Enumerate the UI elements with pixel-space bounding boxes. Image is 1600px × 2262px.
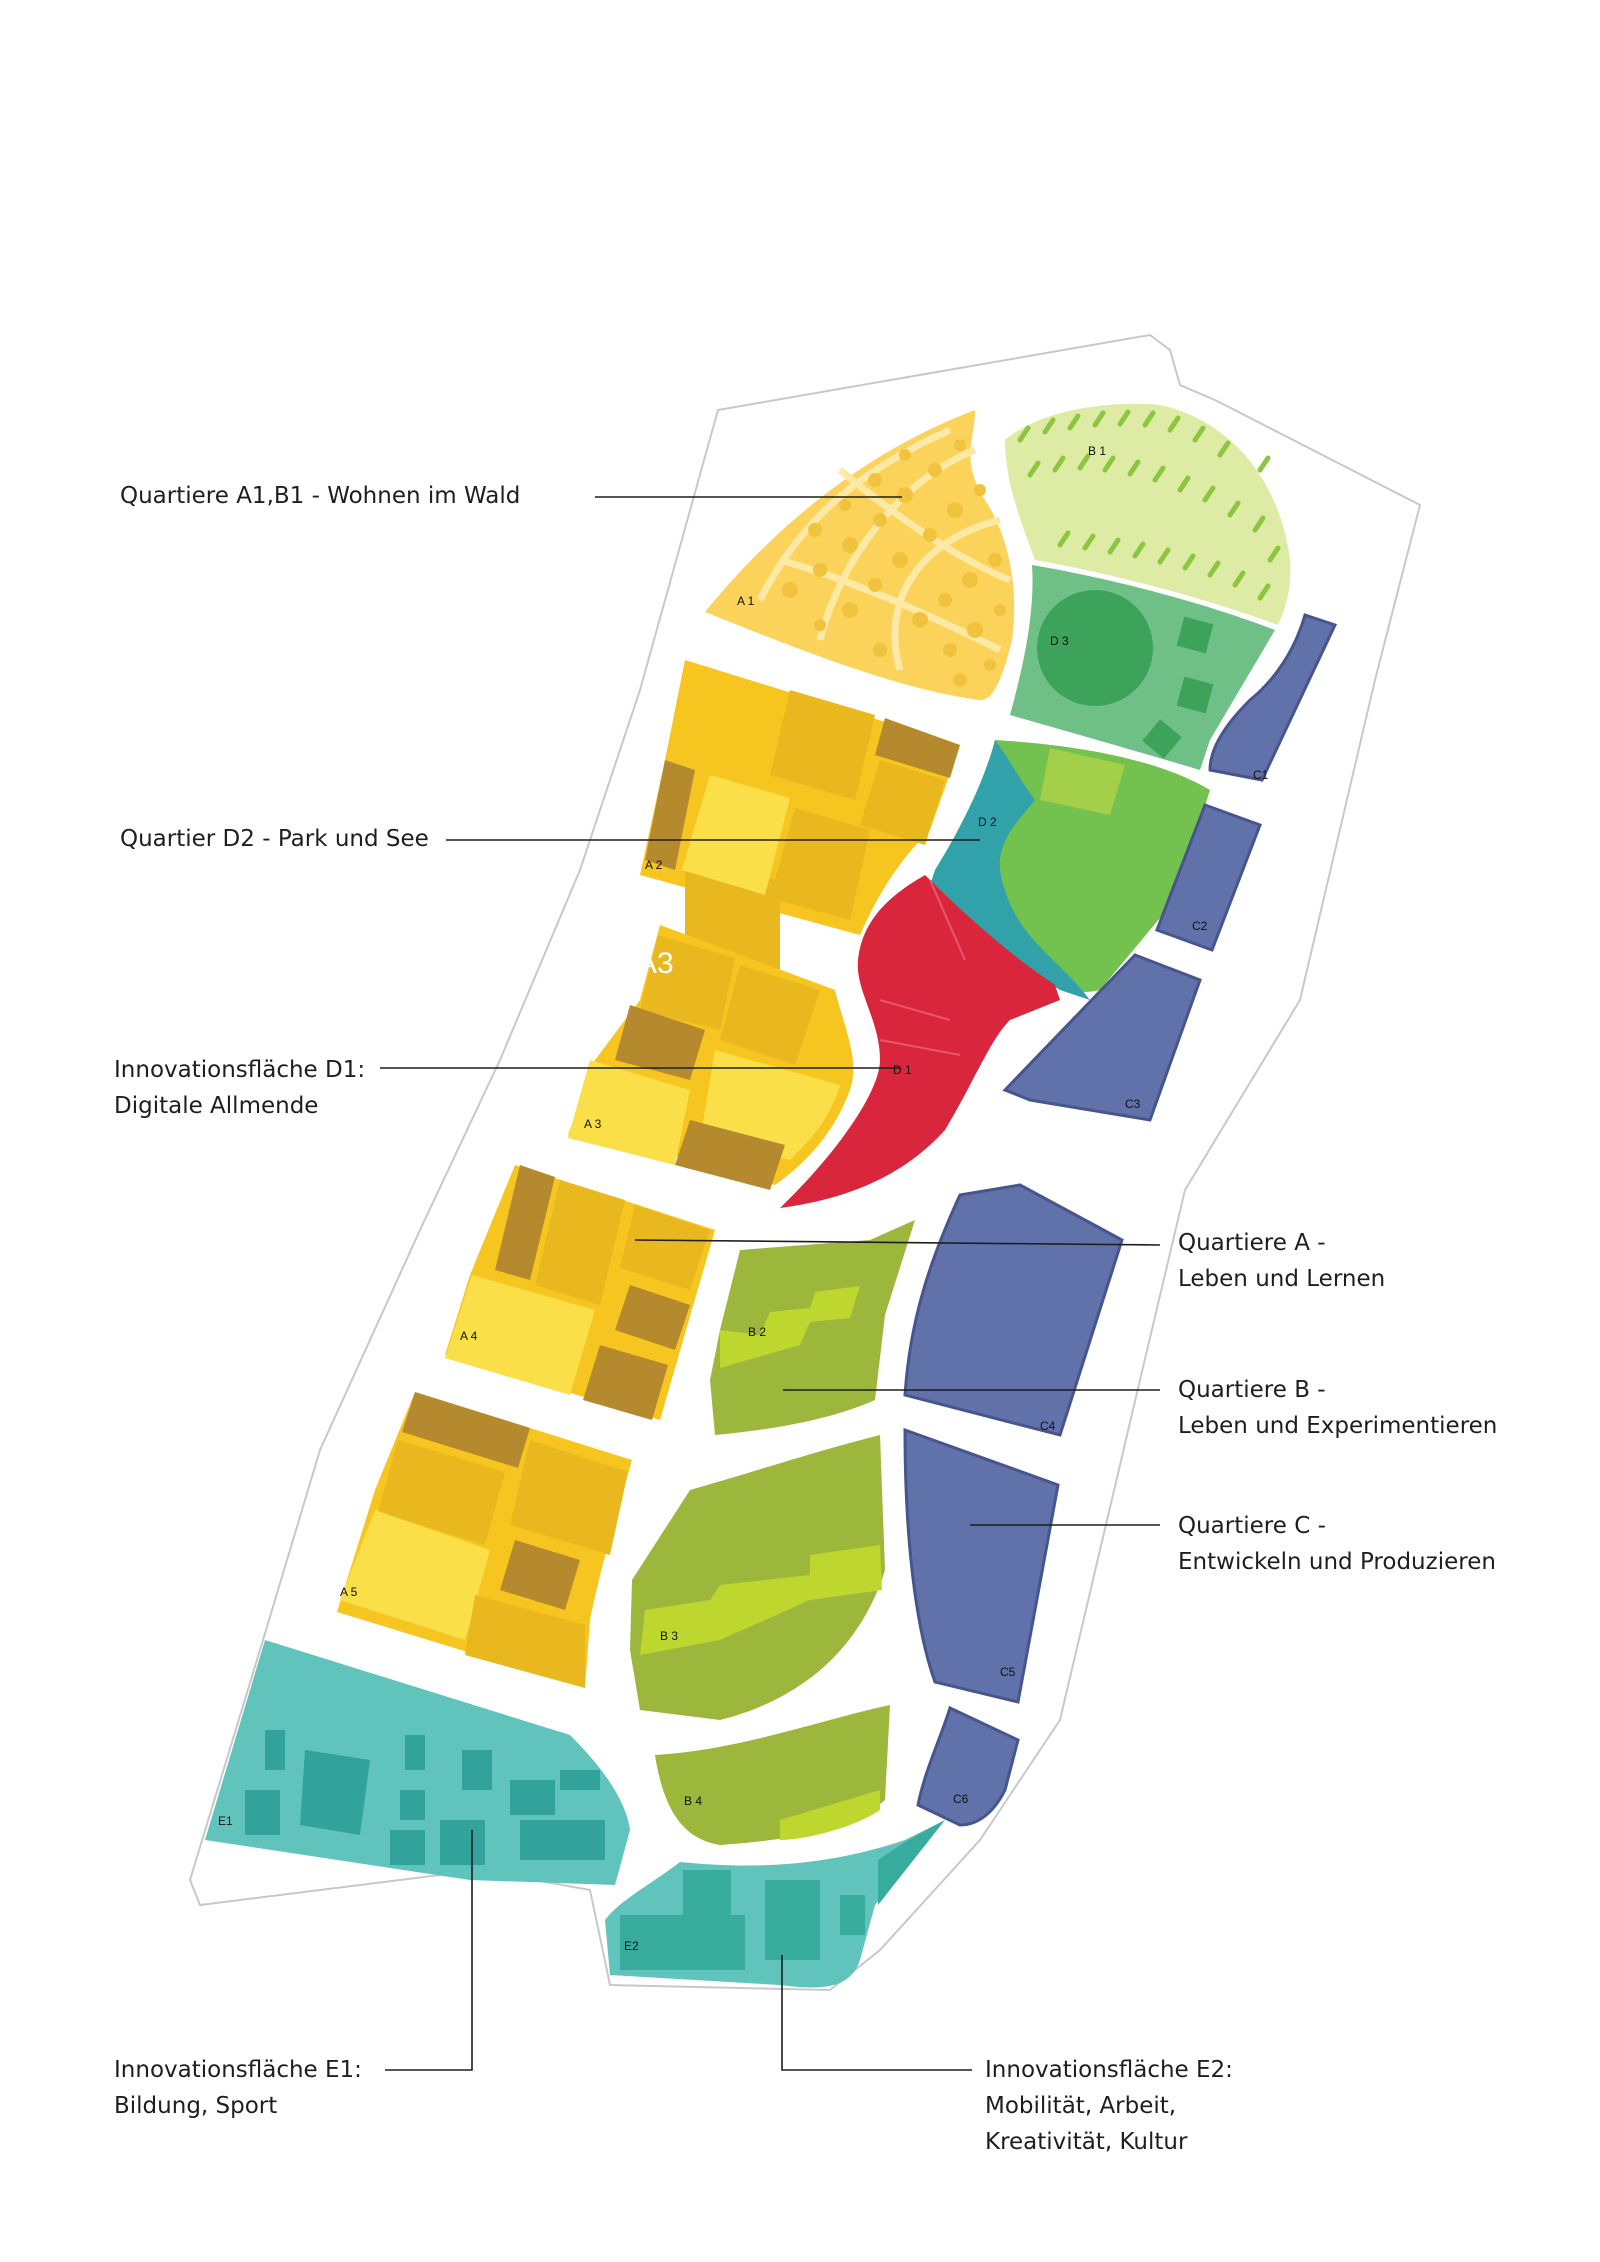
leader-bildung-sport <box>385 1830 473 2071</box>
zone-label-c3: C3 <box>1125 1097 1141 1111</box>
zone-c2: C2 <box>1155 803 1262 952</box>
zone-b3: B 3 <box>630 1435 885 1720</box>
zone-label-c4: C4 <box>1040 1419 1056 1433</box>
zone-label-a5: A 5 <box>340 1585 358 1599</box>
zone-label-c2: C2 <box>1192 919 1208 933</box>
zone-label-d2: D 2 <box>978 815 997 829</box>
zone-label-a1: A 1 <box>737 594 755 608</box>
zone-label-a2: A 2 <box>645 858 663 872</box>
zone-b1: B 1 <box>1005 403 1291 625</box>
zone-c5: C5 <box>903 1427 1060 1704</box>
zone-label-b4: B 4 <box>684 1794 702 1808</box>
zone-c4: C4 <box>903 1183 1124 1437</box>
zone-label-a3: A 3 <box>584 1117 602 1131</box>
zone-e1: E1 <box>205 1640 630 1885</box>
zone-a1: A 1 <box>705 410 1015 700</box>
zone-label-b1: B 1 <box>1088 444 1106 458</box>
zone-c6: C6 <box>916 1705 1020 1827</box>
zone-d3: D 3 <box>1010 565 1275 770</box>
zone-label-d1: D 1 <box>893 1063 912 1077</box>
legend-quartiere-c: Quartiere C - Entwickeln und Produzieren <box>1178 1513 1496 1575</box>
zone-b2: B 2 <box>710 1220 915 1435</box>
zone-a5: A 5 <box>337 1392 632 1688</box>
zone-a2: A 2 <box>640 660 960 992</box>
zone-label-d3: D 3 <box>1050 634 1069 648</box>
legend-quartiere-b: Quartiere B - Leben und Experimentieren <box>1178 1377 1498 1439</box>
zone-d1: D 1 <box>780 875 1060 1208</box>
leader-mobilitaet <box>781 1955 972 2071</box>
zone-label-c1: C1 <box>1253 768 1269 782</box>
legend-mobilitaet: Innovationsfläche E2: Mobilität, Arbeit,… <box>985 2057 1233 2155</box>
legend-wohnen-im-wald: Quartiere A1,B1 - Wohnen im Wald <box>120 483 521 509</box>
zone-e2: E2 <box>605 1820 945 1988</box>
zone-b4: B 4 <box>655 1705 890 1845</box>
zone-label-c5: C5 <box>1000 1665 1016 1679</box>
zone-label-e1: E1 <box>218 1814 233 1828</box>
zone-label-a3-large: A3 <box>637 947 674 980</box>
legend-bildung-sport: Innovationsfläche E1: Bildung, Sport <box>114 2057 362 2119</box>
zone-label-c6: C6 <box>953 1792 969 1806</box>
zone-label-e2: E2 <box>624 1939 639 1953</box>
leader-quartiere-a <box>634 1239 1161 1246</box>
leader-lines <box>380 496 1161 2071</box>
zone-a4: A 4 <box>445 1165 715 1420</box>
legend-digitale-allmende: Innovationsfläche D1: Digitale Allmende <box>114 1057 366 1119</box>
zone-label-b2: B 2 <box>748 1325 766 1339</box>
zone-a3: A3 A 3 <box>568 925 854 1190</box>
legend-park-und-see: Quartier D2 - Park und See <box>120 826 429 852</box>
zone-c1: C1 <box>1208 613 1338 782</box>
zone-label-a4: A 4 <box>460 1329 478 1343</box>
zone-c3: C3 <box>1002 953 1202 1122</box>
zone-d2: D 2 <box>930 740 1210 1000</box>
zone-label-b3: B 3 <box>660 1629 678 1643</box>
legend-quartiere-a: Quartiere A - Leben und Lernen <box>1178 1230 1386 1292</box>
